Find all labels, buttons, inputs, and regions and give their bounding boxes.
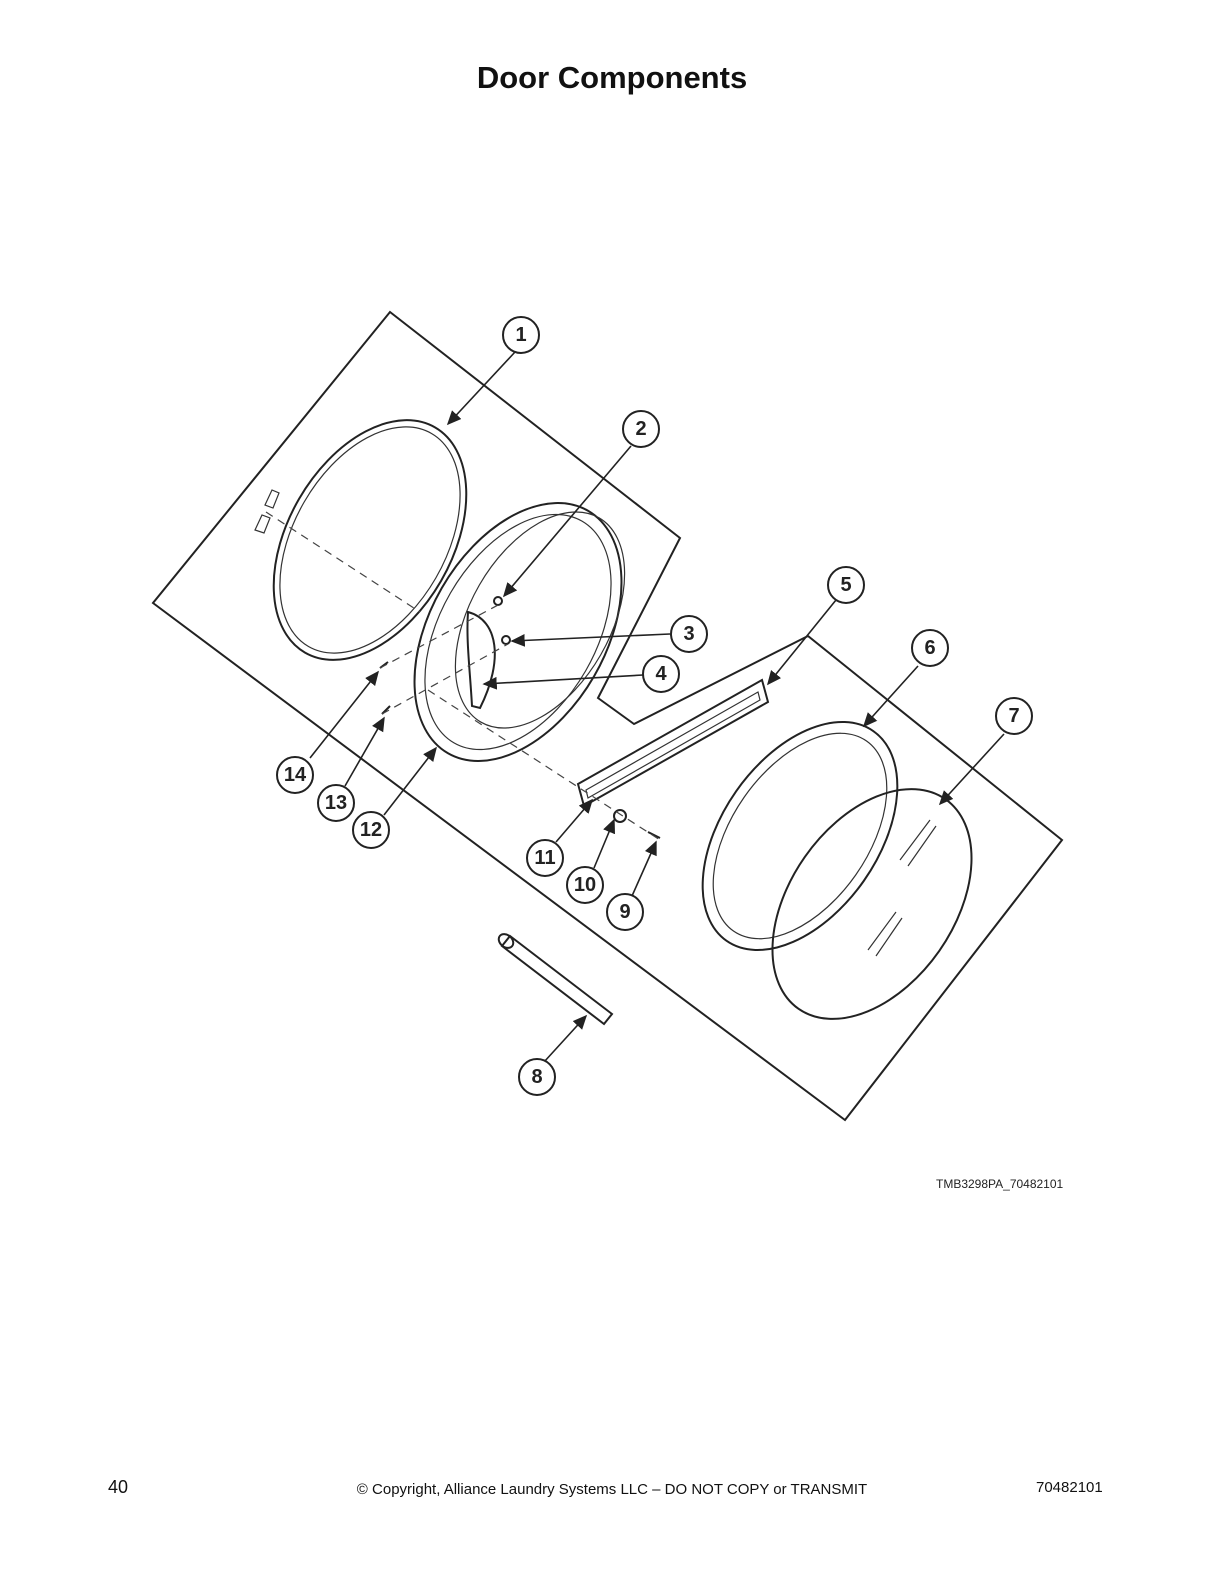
alignment-line-1 <box>265 511 421 613</box>
page-number: 40 <box>108 1477 129 1497</box>
alignment-line-3 <box>381 643 509 715</box>
callout-10: 10 <box>566 866 604 904</box>
svg-text:1: 1 <box>515 324 526 346</box>
callout-11: 11 <box>526 839 564 877</box>
door-frame <box>413 502 626 762</box>
glass-gasket <box>701 721 899 951</box>
svg-text:5: 5 <box>840 574 851 596</box>
svg-text:4: 4 <box>655 663 667 685</box>
washer-3 <box>501 635 511 645</box>
leader-14 <box>309 670 379 759</box>
callout-9: 9 <box>606 893 644 931</box>
leader-10 <box>593 818 615 869</box>
callout-1: 1 <box>502 316 540 354</box>
screw-9 <box>647 831 661 839</box>
leader-13 <box>344 716 385 787</box>
leader-6 <box>862 665 919 728</box>
svg-text:2: 2 <box>635 418 646 440</box>
svg-text:10: 10 <box>574 874 596 896</box>
door-handle-bar <box>576 678 770 808</box>
callout-7: 7 <box>995 697 1033 735</box>
svg-text:13: 13 <box>325 792 347 814</box>
leader-2 <box>502 445 632 598</box>
leader-4 <box>482 674 644 690</box>
figure-code: TMB3298PA_70482101 <box>936 1177 1064 1191</box>
door-gasket-ring <box>272 419 468 661</box>
hinge-detail <box>254 489 280 534</box>
latch-cam <box>466 610 496 710</box>
callout-2: 2 <box>622 410 660 448</box>
callout-13: 13 <box>317 784 355 822</box>
leader-3 <box>510 633 671 647</box>
callout-14: 14 <box>276 756 314 794</box>
copyright-notice: © Copyright, Alliance Laundry Systems LL… <box>356 1481 868 1498</box>
washer-10 <box>613 809 627 823</box>
leader-11 <box>555 798 594 843</box>
leader-8 <box>543 1014 588 1063</box>
svg-text:12: 12 <box>360 819 382 841</box>
alignment-line-4 <box>427 689 661 841</box>
page-title: Door Components <box>476 60 748 95</box>
callout-8: 8 <box>518 1058 556 1096</box>
leader-9 <box>631 840 657 897</box>
leader-12 <box>383 746 437 816</box>
leader-5 <box>766 599 837 686</box>
svg-text:11: 11 <box>534 847 555 869</box>
callout-6: 6 <box>911 629 949 667</box>
svg-text:6: 6 <box>924 637 935 659</box>
svg-text:8: 8 <box>531 1066 542 1088</box>
svg-text:3: 3 <box>683 623 694 645</box>
callout-12: 12 <box>352 811 390 849</box>
leader-1 <box>446 351 516 426</box>
svg-text:7: 7 <box>1008 705 1019 727</box>
hinge-pin <box>497 933 614 1026</box>
alignment-line-2 <box>379 603 501 669</box>
nut-2 <box>493 596 503 606</box>
svg-text:9: 9 <box>619 901 630 923</box>
callout-3: 3 <box>670 615 708 653</box>
callout-4: 4 <box>642 655 680 693</box>
document-number: 70482101 <box>1036 1479 1103 1496</box>
svg-text:14: 14 <box>284 764 307 786</box>
callout-5: 5 <box>827 566 865 604</box>
panel-outline <box>151 310 1064 1122</box>
door-glass <box>771 788 973 1020</box>
leader-7 <box>938 733 1005 806</box>
